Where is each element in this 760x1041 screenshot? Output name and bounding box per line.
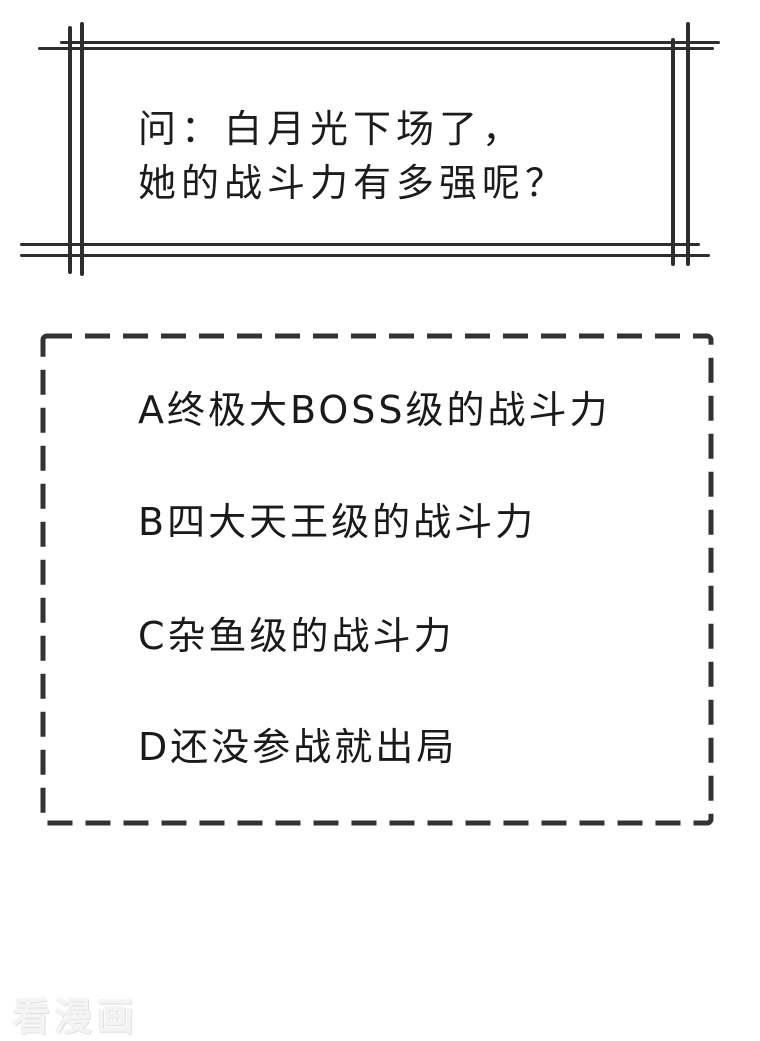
question-line-1: 问：白月光下场了， xyxy=(138,107,526,151)
frame-line-top-2 xyxy=(38,47,714,50)
option-c: C杂鱼级的战斗力 xyxy=(138,614,455,658)
frame-line-bottom-2 xyxy=(20,254,710,257)
question-line-2: 她的战斗力有多强呢？ xyxy=(138,161,569,205)
option-a: A终极大BOSS级的战斗力 xyxy=(138,388,611,432)
option-d: D还没参战就出局 xyxy=(138,725,458,769)
frame-line-left-1 xyxy=(68,26,72,274)
frame-line-top-1 xyxy=(60,41,720,44)
options-box xyxy=(40,333,714,826)
frame-line-left-2 xyxy=(80,22,84,276)
frame-line-right-1 xyxy=(671,38,675,266)
question-text: 问：白月光下场了， 她的战斗力有多强呢？ xyxy=(138,102,568,210)
option-b: B四大天王级的战斗力 xyxy=(138,500,537,544)
frame-line-bottom-1 xyxy=(20,243,700,246)
watermark-logo: 看漫画 xyxy=(12,995,139,1039)
dashed-border xyxy=(40,333,714,826)
frame-line-right-2 xyxy=(686,22,690,266)
